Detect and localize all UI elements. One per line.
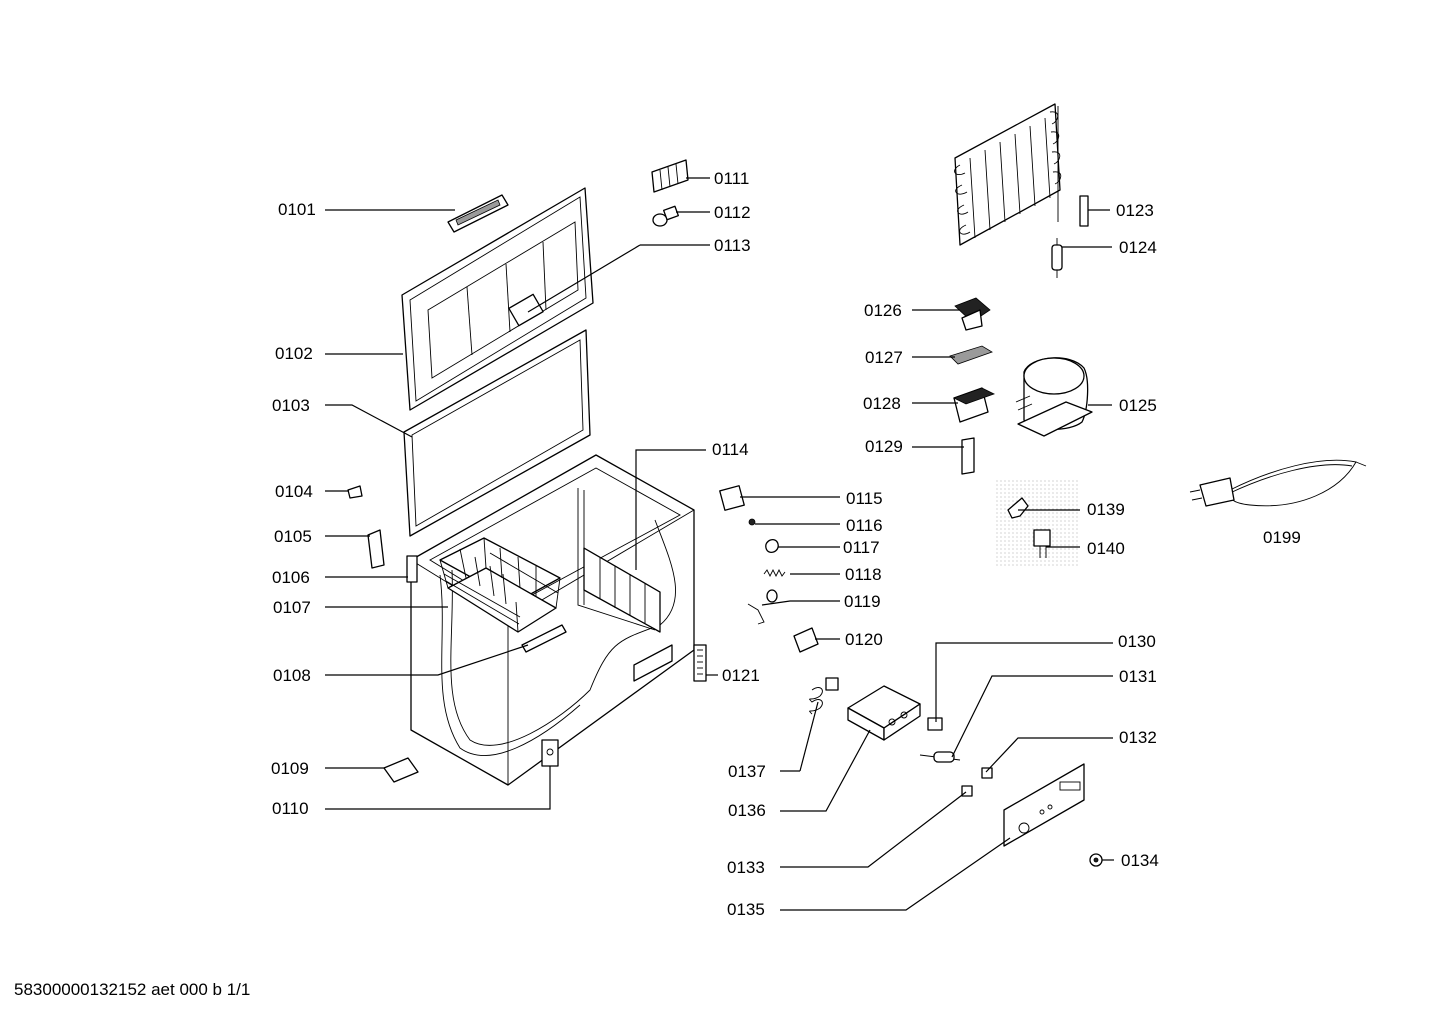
switch-0130-drawing xyxy=(927,717,943,731)
label-0108: 0108 xyxy=(273,666,311,685)
lid-drawing xyxy=(401,187,594,411)
label-0126: 0126 xyxy=(864,301,902,320)
control-panel-0135-drawing xyxy=(1003,763,1085,847)
label-0127: 0127 xyxy=(865,348,903,367)
part-0127-drawing xyxy=(949,345,993,365)
label-0113: 0113 xyxy=(714,236,751,255)
lamp-0131-drawing xyxy=(919,751,961,763)
foot-0109-drawing xyxy=(383,757,419,783)
label-0120: 0120 xyxy=(845,630,883,649)
clip-0104-drawing xyxy=(347,485,363,499)
label-0110: 0110 xyxy=(272,799,309,818)
condenser-coil-drawing xyxy=(954,103,1062,246)
part-0139-drawing xyxy=(1007,497,1029,519)
dryer-filter-0124-drawing xyxy=(1051,238,1063,278)
label-0103: 0103 xyxy=(272,396,310,415)
control-box-0136-drawing xyxy=(847,685,921,741)
label-0199: 0199 xyxy=(1263,528,1301,547)
label-0106: 0106 xyxy=(272,568,310,587)
part-0120-drawing xyxy=(793,627,819,653)
knob-0134-drawing xyxy=(1089,853,1103,867)
label-0112: 0112 xyxy=(714,203,751,222)
label-0128: 0128 xyxy=(863,394,901,413)
label-0119: 0119 xyxy=(844,592,881,611)
part-0129-drawing xyxy=(961,437,975,475)
label-0107: 0107 xyxy=(273,598,311,617)
label-0124: 0124 xyxy=(1119,238,1157,257)
label-0105: 0105 xyxy=(274,527,312,546)
lid-gasket-drawing xyxy=(403,329,591,537)
document-code: 58300000132152 aet 000 b 1/1 xyxy=(14,980,251,999)
label-0104: 0104 xyxy=(275,482,313,501)
part-0132-drawing xyxy=(981,767,993,779)
label-0129: 0129 xyxy=(865,437,903,456)
label-0121: 0121 xyxy=(722,666,760,685)
part-0111-drawing xyxy=(651,159,689,193)
label-0140: 0140 xyxy=(1087,539,1125,558)
label-0137: 0137 xyxy=(728,762,766,781)
part-0115-drawing xyxy=(719,485,745,511)
label-0139: 0139 xyxy=(1087,500,1125,519)
heater-coil-0137-drawing xyxy=(809,677,839,715)
part-0123-drawing xyxy=(1079,195,1089,227)
optional-parts-dotted-area xyxy=(995,478,1079,568)
label-0123: 0123 xyxy=(1116,201,1154,220)
label-0117: 0117 xyxy=(843,538,880,557)
label-0102: 0102 xyxy=(275,344,313,363)
part-labels: 0101 0102 0103 0104 0105 0106 0107 0108 … xyxy=(271,169,1301,919)
spring-0118-drawing xyxy=(763,568,786,578)
label-0115: 0115 xyxy=(846,489,883,508)
label-0118: 0118 xyxy=(845,565,882,584)
label-0109: 0109 xyxy=(271,759,309,778)
starter-relay-0126-drawing xyxy=(954,297,991,331)
label-0114: 0114 xyxy=(712,440,749,459)
power-cord-drawing xyxy=(1189,459,1367,507)
compressor-drawing xyxy=(1015,357,1093,437)
part-0140-drawing xyxy=(1033,529,1051,558)
basket-bracket-drawing xyxy=(521,624,567,653)
part-0133-drawing xyxy=(961,785,973,797)
wire-basket-drawing xyxy=(439,537,561,633)
label-0131: 0131 xyxy=(1119,667,1157,686)
part-0116-drawing xyxy=(748,518,756,526)
leader-lines xyxy=(325,177,1114,911)
label-0132: 0132 xyxy=(1119,728,1157,747)
part-0112-drawing xyxy=(652,205,679,227)
label-0133: 0133 xyxy=(727,858,765,877)
part-0117-drawing xyxy=(765,538,779,554)
label-0116: 0116 xyxy=(846,516,883,535)
label-0125: 0125 xyxy=(1119,396,1157,415)
lid-handle-drawing xyxy=(447,194,509,233)
part-0119-drawing xyxy=(747,589,778,625)
label-0136: 0136 xyxy=(728,801,766,820)
label-0111: 0111 xyxy=(714,169,749,188)
cover-0128-drawing xyxy=(952,387,996,423)
label-0101: 0101 xyxy=(278,200,316,219)
label-0130: 0130 xyxy=(1118,632,1156,651)
hinge-cover-0105-drawing xyxy=(367,529,385,569)
label-0135: 0135 xyxy=(727,900,765,919)
label-0134: 0134 xyxy=(1121,851,1159,870)
